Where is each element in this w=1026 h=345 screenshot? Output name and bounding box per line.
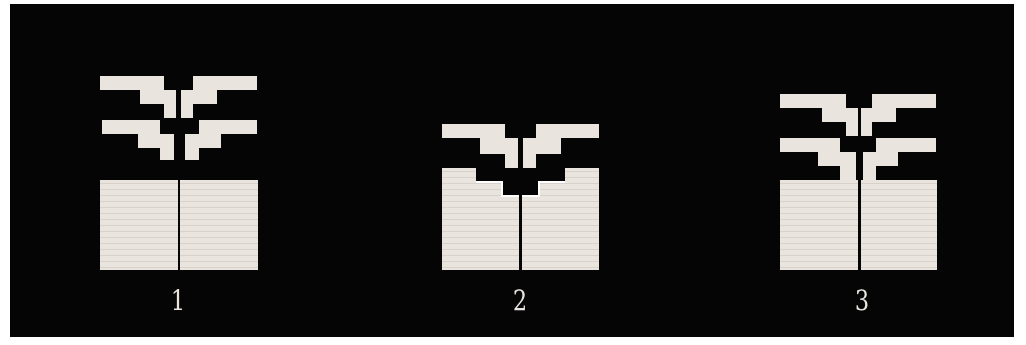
- figure-1-base: [100, 180, 258, 270]
- figure-3-lower-chevron-right: [863, 138, 936, 180]
- figure-1-lower-chevron: [102, 120, 257, 160]
- figure-3: [780, 94, 937, 270]
- figure-1-lower-chevron-left: [102, 120, 174, 160]
- figure-3-base-right: [861, 180, 937, 270]
- figure-2-label: 2: [504, 284, 536, 318]
- figure-1-upper-chevron-right: [181, 76, 257, 118]
- figure-1-base-right: [180, 180, 258, 270]
- figure-3-upper-chevron-left: [780, 94, 858, 136]
- figure-2-chevron: [442, 124, 599, 168]
- figure-3-lower-chevron: [780, 138, 936, 180]
- figure-2-chevron-left: [442, 124, 518, 168]
- figure-2: [442, 124, 599, 270]
- figure-1: [100, 76, 258, 270]
- figure-3-label: 3: [846, 284, 878, 318]
- figure-3-lower-chevron-left: [780, 138, 856, 180]
- diagram-panel: 1 2 3: [10, 4, 1014, 337]
- figure-3-upper-chevron: [780, 94, 936, 136]
- figure-1-upper-chevron-left: [100, 76, 176, 118]
- figure-1-base-left: [100, 180, 178, 270]
- figure-3-upper-chevron-right: [861, 94, 936, 136]
- figure-3-base-left: [780, 180, 858, 270]
- figure-2-base-left: [442, 168, 519, 270]
- figure-1-lower-chevron-right: [185, 120, 257, 160]
- figure-3-base: [780, 180, 937, 270]
- figure-2-chevron-right: [523, 124, 599, 168]
- figure-1-label: 1: [162, 284, 194, 318]
- figure-2-base: [442, 168, 599, 270]
- figure-2-base-right: [522, 168, 599, 270]
- figure-1-upper-chevron: [100, 76, 257, 118]
